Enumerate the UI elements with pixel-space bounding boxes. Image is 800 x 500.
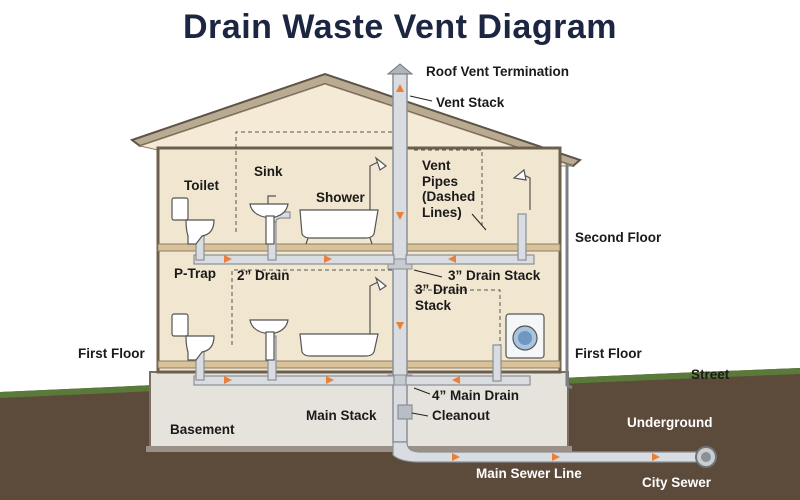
washer-drain	[492, 344, 502, 382]
shower-pipe-first	[369, 281, 379, 334]
leader-vent-pipes	[471, 213, 487, 231]
label-vent-stack: Vent Stack	[436, 95, 505, 110]
label-city-sewer: City Sewer	[642, 475, 712, 490]
washer-door-inner	[518, 331, 532, 345]
label-roof-vent-termination: Roof Vent Termination	[426, 64, 570, 79]
vent-stack	[392, 71, 408, 443]
label-sink: Sink	[254, 164, 283, 179]
sink-pedestal-first	[265, 331, 275, 361]
label-drain-stack-center: 3” Drain Stack	[415, 282, 468, 313]
drain-first-right	[405, 375, 531, 386]
flow-arrow-stack-down	[396, 322, 404, 330]
toilet-tank-first	[171, 313, 189, 337]
sink-first	[249, 319, 289, 361]
shower-trap-right	[517, 213, 527, 261]
flow-arrow-sewer-2	[552, 453, 560, 461]
toilet-second	[171, 197, 215, 245]
flow-arrow-second-3	[448, 255, 456, 263]
bathtub-first	[299, 276, 388, 357]
flow-arrow-first-3	[452, 376, 460, 384]
label-main-sewer-line: Main Sewer Line	[476, 466, 582, 481]
flow-arrow-second-1	[224, 255, 232, 263]
vent-pipes-dashed	[231, 131, 501, 345]
label-drain-2in: 2” Drain	[237, 268, 290, 283]
label-main-stack: Main Stack	[306, 408, 377, 423]
sink-pedestal	[265, 215, 275, 245]
label-vent-pipes: Vent Pipes (Dashed Lines)	[422, 158, 476, 220]
leader-vent-stack	[409, 95, 433, 102]
label-first-floor-right: First Floor	[575, 346, 642, 361]
label-second-floor: Second Floor	[575, 230, 662, 245]
flow-arrows	[224, 84, 660, 461]
sink-second	[249, 195, 289, 245]
label-basement: Basement	[170, 422, 235, 437]
flow-arrow-vent-up	[396, 84, 404, 92]
second-floor-slab	[157, 243, 561, 252]
leader-cleanout	[411, 412, 429, 417]
first-floor-slab	[157, 360, 561, 369]
downspout	[565, 164, 573, 390]
flow-arrow-sewer-3	[652, 453, 660, 461]
cleanout-pipe	[397, 404, 413, 420]
label-street: Street	[691, 367, 730, 382]
vent-dashed-first	[231, 269, 398, 345]
label-toilet: Toilet	[184, 178, 219, 193]
bathtub-first-body	[299, 333, 379, 357]
foundation-slab	[146, 446, 572, 452]
diagram-title: Drain Waste Vent Diagram	[183, 8, 617, 46]
label-main-drain: 4” Main Drain	[432, 388, 520, 403]
flow-arrow-first-2	[326, 376, 334, 384]
leader-drain-stack	[413, 269, 443, 278]
shower-head-first	[374, 276, 388, 291]
toilet-bowl-first	[185, 335, 215, 361]
drain-second-right	[405, 254, 535, 265]
label-drain-stack-right: 3” Drain Stack	[448, 268, 541, 283]
flow-arrow-first-1	[224, 376, 232, 384]
leader-lines	[409, 95, 487, 417]
bathtub	[299, 209, 379, 239]
leader-main-drain	[413, 387, 431, 395]
flow-arrow-second-2	[324, 255, 332, 263]
tub-feet	[305, 237, 373, 245]
city-sewer-opening	[701, 452, 711, 462]
label-underground: Underground	[627, 415, 713, 430]
shower-right	[512, 168, 531, 210]
drain-2in-second-left	[193, 254, 395, 265]
flow-arrow-vent-down	[396, 212, 404, 220]
vent-dashed-first-right	[414, 289, 501, 345]
shower-head-right	[512, 168, 527, 181]
vent-dashed-left	[235, 131, 398, 232]
flow-arrow-sewer-1	[452, 453, 460, 461]
toilet-tank	[171, 197, 189, 221]
shower-head	[374, 156, 388, 171]
shower-pipe	[369, 161, 379, 210]
drain-first-left	[193, 375, 395, 386]
label-p-trap: P-Trap	[174, 266, 217, 281]
label-first-floor-left: First Floor	[78, 346, 145, 361]
label-cleanout: Cleanout	[432, 408, 490, 423]
label-shower: Shower	[316, 190, 365, 205]
roof	[129, 72, 582, 168]
washing-machine	[505, 313, 545, 359]
toilet-first	[171, 313, 215, 361]
toilet-bowl	[185, 219, 215, 245]
sink-faucet	[267, 195, 276, 204]
vent-dashed-right	[414, 149, 483, 228]
roof-vent-cap	[386, 63, 414, 75]
bathtub-second	[299, 156, 388, 245]
